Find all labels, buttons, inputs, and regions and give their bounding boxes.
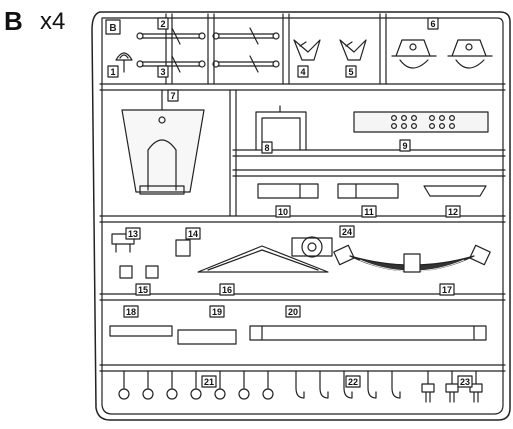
svg-text:17: 17 [442,285,452,295]
sprue-frame-inner [101,17,504,415]
part-12-segment [423,185,487,197]
svg-text:23: 23 [460,377,470,387]
part-1-eye-shape [115,52,133,61]
part-17-spring [333,244,491,273]
part-label-10: 10 [275,205,291,218]
part-10-segment [257,183,319,199]
part-4-shackle [293,39,321,61]
part-label-20: 20 [285,305,301,318]
part-label-13: 13 [125,227,141,240]
part-label-22: 22 [345,375,361,388]
svg-text:12: 12 [448,207,458,217]
svg-text:2: 2 [160,19,165,29]
part-label-4: 4 [297,65,309,78]
svg-text:16: 16 [222,285,232,295]
part-16-aframe [197,245,329,273]
part-label-19: 19 [209,305,225,318]
part-label-17: 17 [439,283,455,296]
part-label-23: 23 [457,375,473,388]
svg-text:7: 7 [170,91,175,101]
sprue-tab [105,19,121,35]
part-20-axle [249,325,487,341]
part-label-9: 9 [399,139,411,152]
part-label-11: 11 [361,205,377,218]
svg-text:13: 13 [128,229,138,239]
part-5-shackle [339,39,367,61]
svg-text:19: 19 [212,307,222,317]
parts-2-3-links [136,27,280,73]
part-label-6: 6 [427,17,439,30]
svg-text:22: 22 [348,377,358,387]
part-14-block [175,239,191,257]
part-label-2: 2 [157,17,169,30]
svg-text:21: 21 [204,377,214,387]
sprue-frame [91,11,511,421]
svg-text:8: 8 [264,143,269,153]
part-label-5: 5 [345,65,357,78]
part-6-hangers [391,39,493,69]
svg-text:9: 9 [402,141,407,151]
part-21-rings [118,370,274,400]
svg-text:15: 15 [138,285,148,295]
svg-text:11: 11 [364,207,374,217]
part-24-hub [291,236,333,258]
part-22-hooks [295,370,401,399]
part-label-8: 8 [261,141,273,154]
part-23-bolts [421,370,483,403]
svg-text:5: 5 [348,67,353,77]
part-11-segment [337,183,399,199]
part-8-bracket [255,105,307,151]
sprue-tab-letter: B [109,23,116,34]
part-label-7: 7 [167,89,179,102]
svg-text:1: 1 [110,67,115,77]
svg-text:6: 6 [430,19,435,29]
svg-text:20: 20 [288,307,298,317]
part-7-plate [121,89,205,195]
svg-text:18: 18 [126,307,136,317]
runner-grid [99,13,506,372]
svg-text:4: 4 [300,67,305,77]
part-label-18: 18 [123,305,139,318]
part-label-21: 21 [201,375,217,388]
svg-text:14: 14 [188,229,198,239]
sprue-quantity: x4 [40,8,66,35]
part-label-14: 14 [185,227,201,240]
part-label-16: 16 [219,283,235,296]
part-label-12: 12 [445,205,461,218]
part-15-blocks [119,265,159,279]
part-label-24: 24 [339,225,355,238]
svg-text:3: 3 [160,67,165,77]
part-18-bar [109,325,173,337]
part-label-15: 15 [135,283,151,296]
svg-text:10: 10 [278,207,288,217]
part-19-bar [177,329,237,345]
part-label-1: 1 [107,65,119,78]
sprue-letter: B [4,6,23,36]
svg-text:24: 24 [342,227,352,237]
part-label-3: 3 [157,65,169,78]
part-9-crossmember [353,111,489,133]
